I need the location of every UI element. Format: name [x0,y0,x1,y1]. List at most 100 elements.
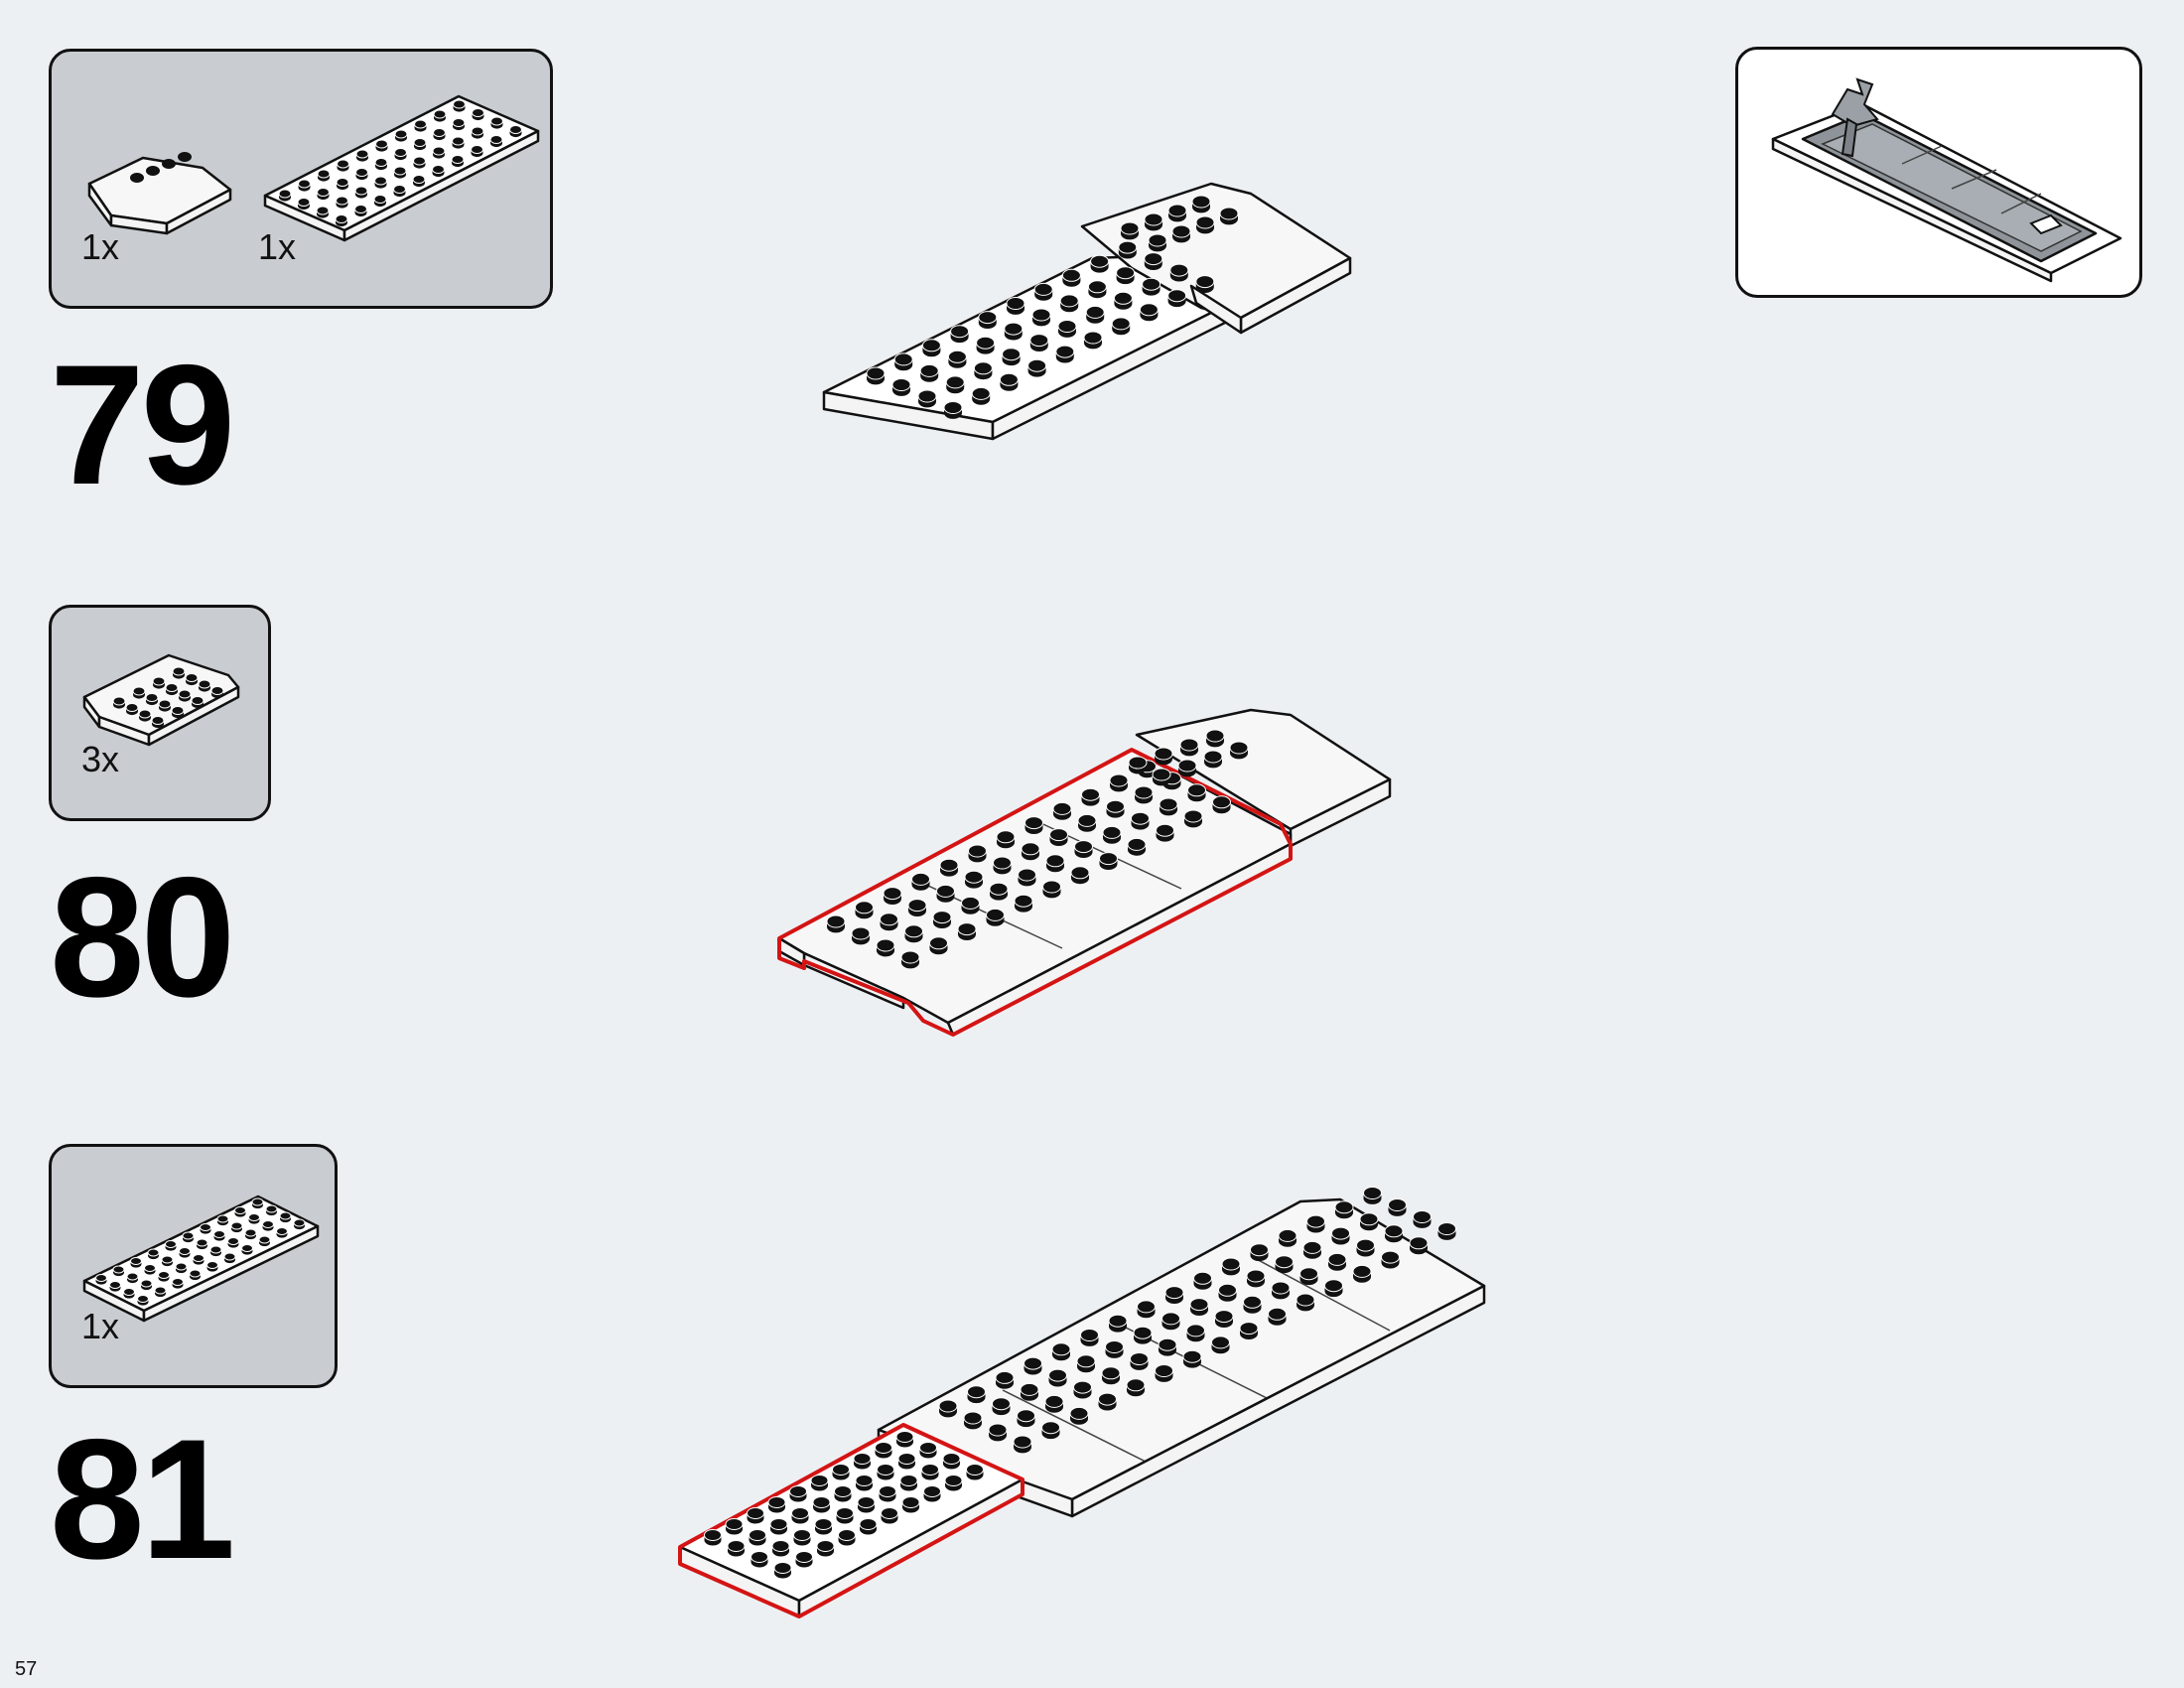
stud-top [1018,868,1036,882]
stud-top [1144,252,1163,266]
stud-top [881,1507,898,1519]
stud-top [413,156,426,166]
stud-top [125,703,139,712]
stud-top [897,1453,916,1465]
stud-top [179,1247,191,1255]
stud-top [172,1278,184,1286]
step-79-parts-box: 1x 1x [49,49,553,309]
stud-top [161,1255,174,1264]
stud-top [509,125,522,134]
stud-top [1127,837,1147,851]
stud-top [1105,1340,1124,1353]
stud-top [1134,785,1154,799]
stud-top [995,1370,1015,1384]
stud-top [836,1507,854,1519]
stud-top [816,1540,835,1552]
stud-top [132,686,146,696]
stud-top [1045,854,1065,868]
stud-top [1027,358,1047,372]
stud-top [1154,747,1173,761]
stud-top [919,363,939,377]
stud-top [938,1399,958,1413]
stud-top [213,1230,225,1238]
stud-top [251,1197,264,1206]
stud-top [1182,1349,1202,1363]
stud-top [875,1442,892,1454]
stud-top [1167,204,1187,217]
stud-top [944,1475,963,1486]
stud-top [1059,294,1079,308]
stud-top [1031,308,1051,322]
stud-top [1029,334,1049,348]
highlight-outline [678,1423,1024,1618]
stud-top [138,709,152,719]
stud-top [976,336,996,350]
stud-top [855,901,874,914]
stud-top [209,1245,222,1254]
stud-top [1142,277,1161,291]
stud-top [988,1423,1008,1437]
stud-top [1077,813,1097,827]
step-79-build-image [822,182,1352,441]
stud-top [1017,1409,1035,1423]
stud-top [432,146,446,156]
stud-top [144,1264,156,1272]
stud-top [354,205,367,213]
stud-top [883,887,902,901]
stud-top [471,126,484,136]
stud-top [1155,1364,1173,1377]
stud-top [747,1507,764,1519]
submodel-preview [1735,47,2142,298]
stud-top [1024,816,1043,830]
stud-top [967,1385,986,1399]
stud-top [1413,1210,1432,1223]
stud-top [1278,1228,1297,1242]
stud-top [993,856,1012,870]
stud-top [917,389,937,403]
stud-top [1189,1298,1209,1312]
stud-top [771,1540,790,1552]
stud-top [996,830,1016,844]
stud-top [891,378,911,391]
stud-top [1187,783,1206,797]
stud-top [355,149,369,159]
highlight-outline [777,748,1293,1037]
stud-top [112,1265,125,1274]
stud-top [1041,1421,1060,1435]
stud-top [936,884,955,898]
stud-top [1186,1324,1205,1337]
stud-top [1363,1187,1382,1199]
stud-top [921,339,941,352]
stud-top [206,1261,218,1269]
stud-top [919,1442,937,1454]
stud-top [961,896,980,910]
stud-top [939,858,959,872]
stud-top [244,1228,257,1237]
stud-top [1069,1406,1089,1420]
stud-top [793,1529,811,1541]
stud-top [1334,1200,1354,1214]
stud-top [336,196,348,206]
stud-top [929,936,948,950]
step-number: 81 [50,1404,235,1595]
studs [866,195,1239,419]
stud-top [725,1518,744,1530]
stud-top [452,118,466,127]
stud-top [210,686,224,695]
step-80-parts-box: 3x [49,605,271,821]
stud-top [1020,1382,1039,1396]
stud-top [923,1485,941,1497]
part-quantity: 1x [81,226,120,267]
stud-top [950,325,970,339]
stud-top [795,1551,813,1563]
stud-top [1013,1435,1032,1449]
stud-top [1193,1271,1212,1285]
plate-4x10-part-icon [263,94,540,242]
stud-top [262,1220,274,1228]
stud-top [1131,811,1150,825]
stud-top [1118,240,1138,254]
stud-top [814,1518,833,1530]
stud-top [154,1286,167,1295]
stud-top [1195,215,1215,229]
stud-top [165,683,179,692]
